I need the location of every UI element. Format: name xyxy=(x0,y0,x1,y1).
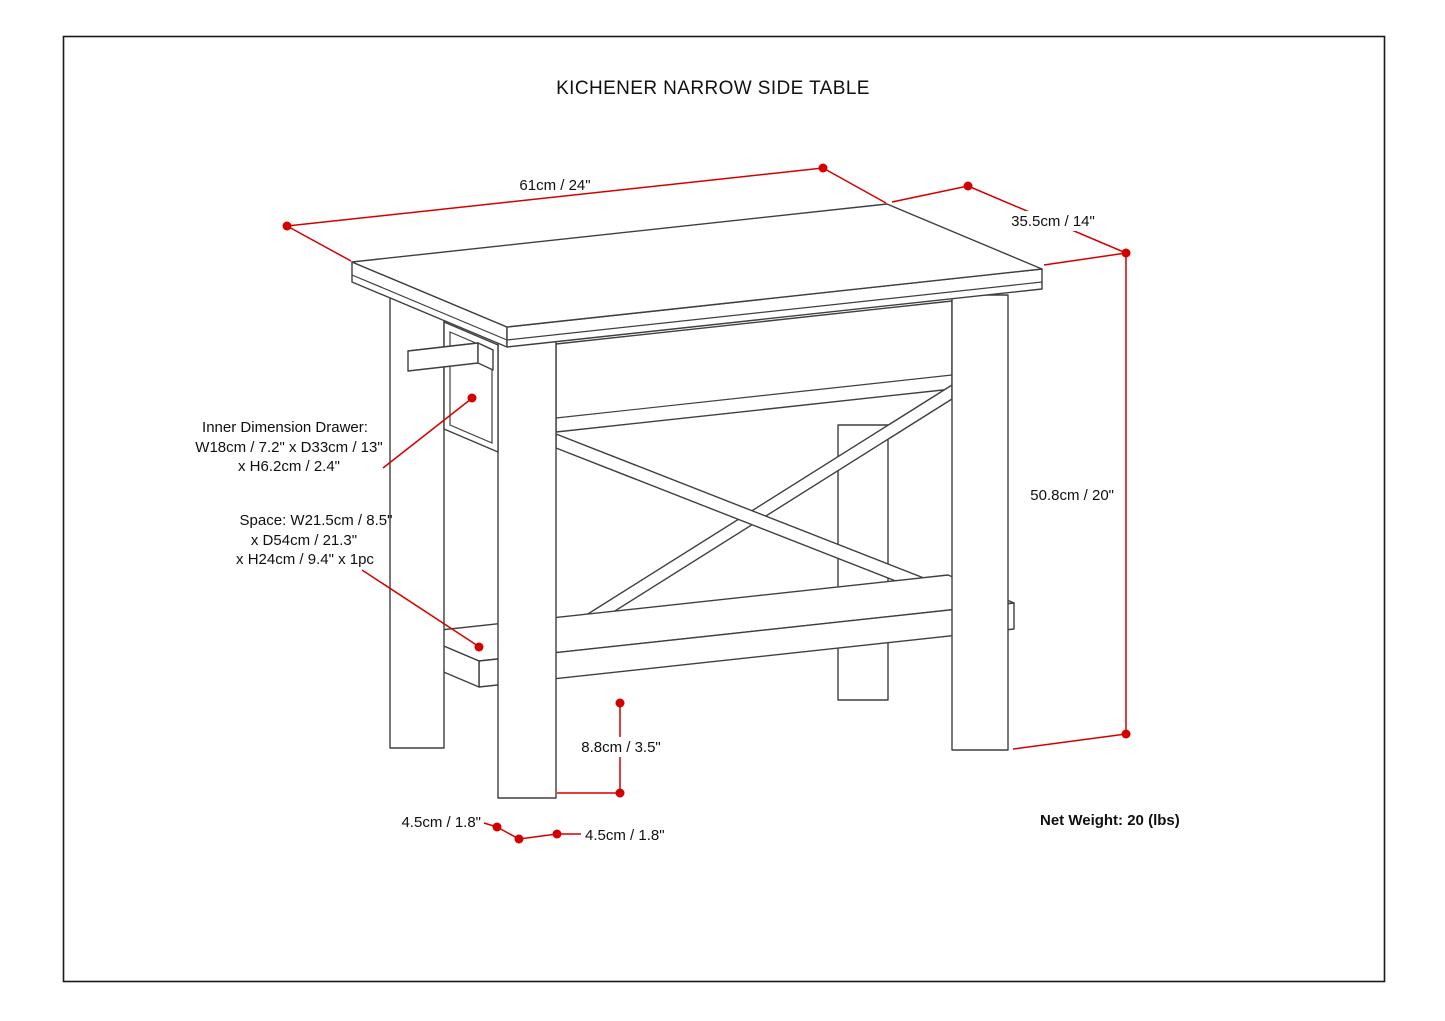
dim-shelf-clearance-label: 8.8cm / 3.5" xyxy=(581,739,661,756)
drawer-note-line2: W18cm / 7.2" x D33cm / 13" xyxy=(195,439,382,456)
leg-front-center xyxy=(497,339,557,799)
dim-width: 61cm / 24" xyxy=(282,163,887,262)
dim-height: 50.8cm / 20" xyxy=(1012,253,1131,750)
drawer xyxy=(407,321,499,453)
diagram-border xyxy=(62,35,1386,983)
space-note: Space: W21.5cm / 8.5" x D54cm / 21.3" x … xyxy=(236,512,484,652)
space-note-line2: x D54cm / 21.3" xyxy=(251,532,357,549)
dim-depth: 35.5cm / 14" xyxy=(891,181,1131,266)
drawer-note-line3: x H6.2cm / 2.4" xyxy=(238,458,340,475)
drawer-handle xyxy=(407,342,494,372)
leg-right xyxy=(951,294,1009,751)
space-note-line3: x H24cm / 9.4" x 1pc xyxy=(236,551,374,568)
drawer-note: Inner Dimension Drawer: W18cm / 7.2" x D… xyxy=(195,393,477,475)
page-title: KICHENER NARROW SIDE TABLE xyxy=(556,78,870,99)
dim-height-label: 50.8cm / 20" xyxy=(1030,487,1114,504)
dim-depth-label: 35.5cm / 14" xyxy=(1011,213,1095,230)
lower-shelf xyxy=(412,574,1015,688)
tabletop-top-face xyxy=(351,203,1043,328)
drawer-note-line1: Inner Dimension Drawer: xyxy=(202,419,368,436)
table-drawing xyxy=(351,203,1043,799)
tabletop xyxy=(351,203,1043,348)
dim-leg-size: 4.5cm / 1.8" 4.5cm / 1.8" xyxy=(401,814,664,844)
space-note-line1: Space: W21.5cm / 8.5" xyxy=(240,512,393,529)
dim-leg-size-left-label: 4.5cm / 1.8" xyxy=(401,814,481,831)
net-weight-label: Net Weight: 20 (lbs) xyxy=(1040,812,1180,829)
dim-shelf-clearance: 8.8cm / 3.5" xyxy=(557,698,672,798)
x-brace-bar-down xyxy=(555,433,953,604)
dim-leg-size-right-label: 4.5cm / 1.8" xyxy=(585,827,665,844)
dim-width-label: 61cm / 24" xyxy=(519,177,590,194)
